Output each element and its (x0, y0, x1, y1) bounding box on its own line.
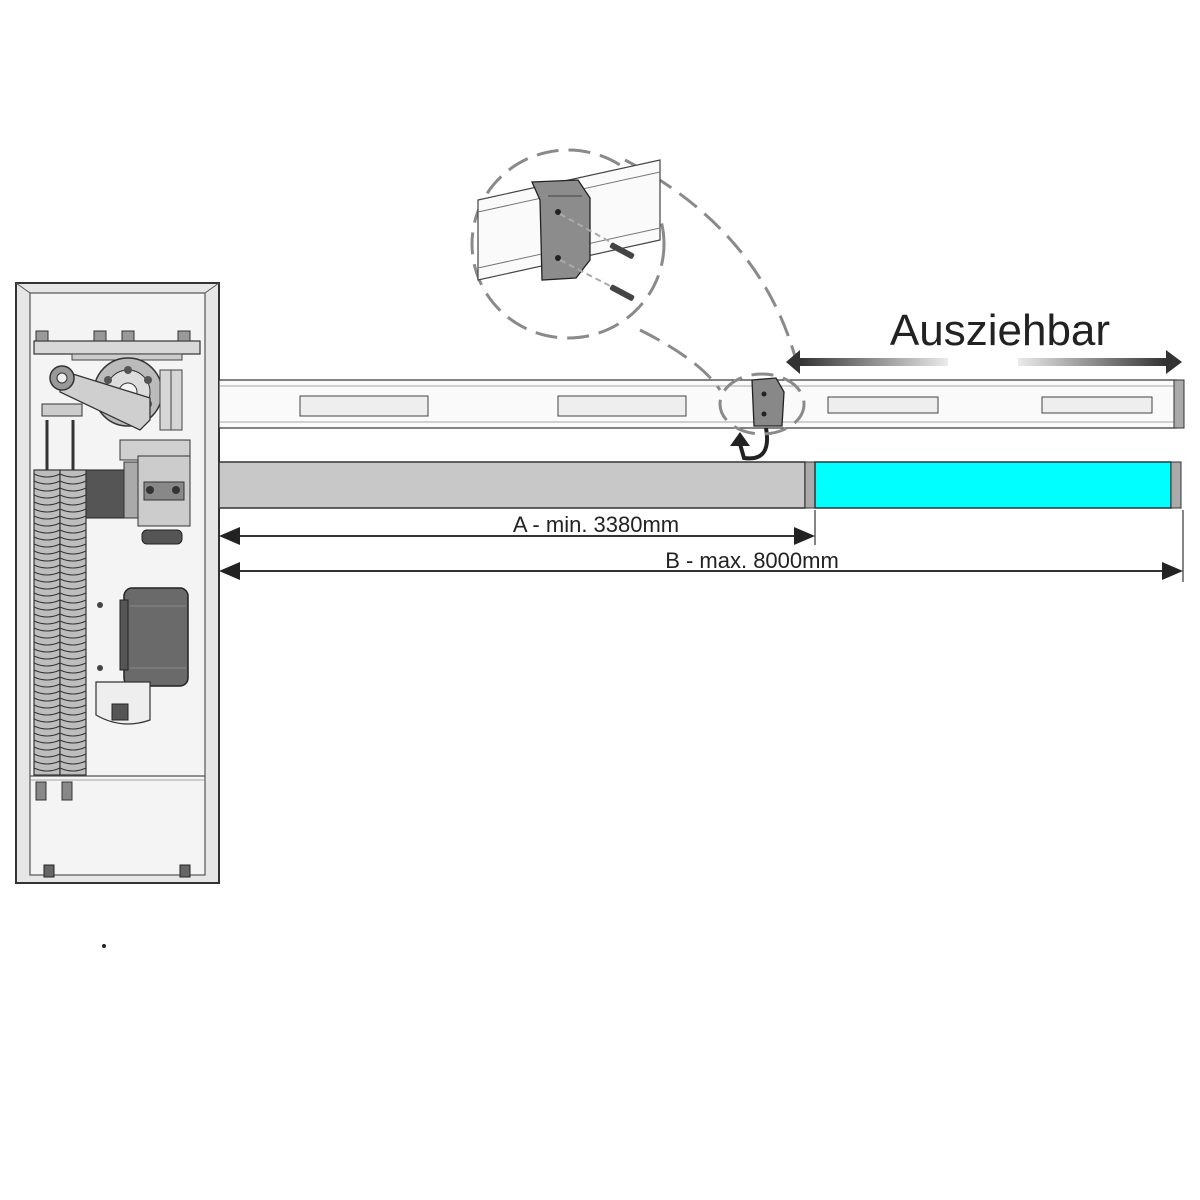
stray-dot (102, 944, 106, 948)
dimension-a-label: A - min. 3380mm (513, 512, 679, 537)
boom-clamp (751, 377, 785, 427)
base-bolts (43, 864, 191, 878)
bolt-icon (609, 242, 635, 259)
bolt-icon (609, 284, 635, 301)
dimension-b: B - max. 8000mm (218, 510, 1184, 582)
boom-lower-view (218, 461, 1182, 509)
gear-mechanism (49, 357, 183, 431)
dimension-b-label: B - max. 8000mm (665, 548, 839, 573)
magnified-clamp-detail (477, 159, 661, 301)
balance-springs (33, 420, 87, 801)
coupling-block (41, 403, 191, 545)
mounting-plate (33, 330, 201, 361)
extendable-indicator: Ausziehbar (786, 306, 1182, 374)
boom-upper-view (218, 377, 1185, 429)
extendable-label: Ausziehbar (890, 306, 1110, 355)
drive-motor (95, 587, 189, 725)
barrier-cabinet (15, 282, 220, 884)
dimension-a: A - min. 3380mm (218, 510, 816, 545)
